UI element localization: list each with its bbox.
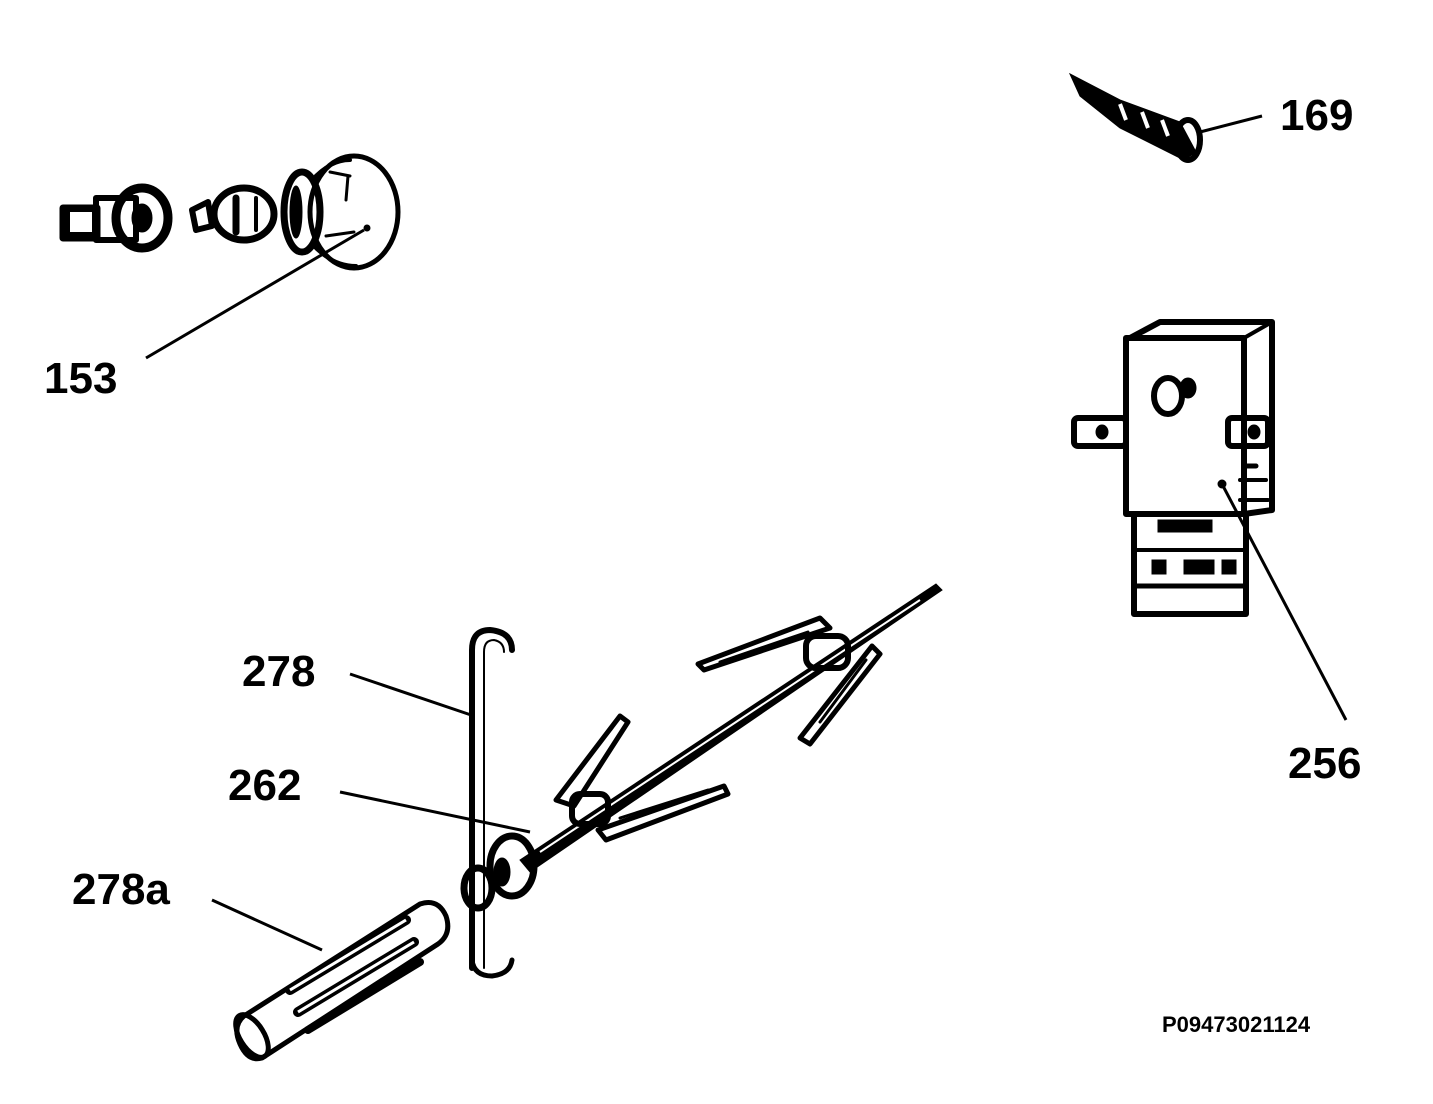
leader-256 <box>1220 483 1348 721</box>
drawing-code: P09473021124 <box>1162 1012 1311 1037</box>
part-278a-handle <box>233 900 451 1062</box>
part-278-rod <box>469 627 515 979</box>
leader-278a <box>211 898 323 952</box>
label-278: 278 <box>242 647 315 696</box>
knob-spindle <box>189 184 278 244</box>
label-169: 169 <box>1280 91 1353 140</box>
knob-clip <box>59 183 173 253</box>
label-256: 256 <box>1288 739 1361 788</box>
leader-278 <box>349 672 475 718</box>
fork-upper <box>695 615 883 747</box>
part-153-knob-assembly <box>59 153 401 271</box>
label-153: 153 <box>44 354 117 403</box>
leader-153 <box>145 228 365 360</box>
label-278a: 278a <box>72 865 170 914</box>
part-256-switch-block <box>1071 319 1275 617</box>
leader-262 <box>339 790 531 834</box>
label-262: 262 <box>228 761 301 810</box>
leader-169 <box>1199 114 1263 134</box>
part-262-spit <box>460 583 943 912</box>
part-169-screw <box>1068 72 1203 163</box>
fork-lower <box>553 713 731 843</box>
knob <box>280 153 401 271</box>
